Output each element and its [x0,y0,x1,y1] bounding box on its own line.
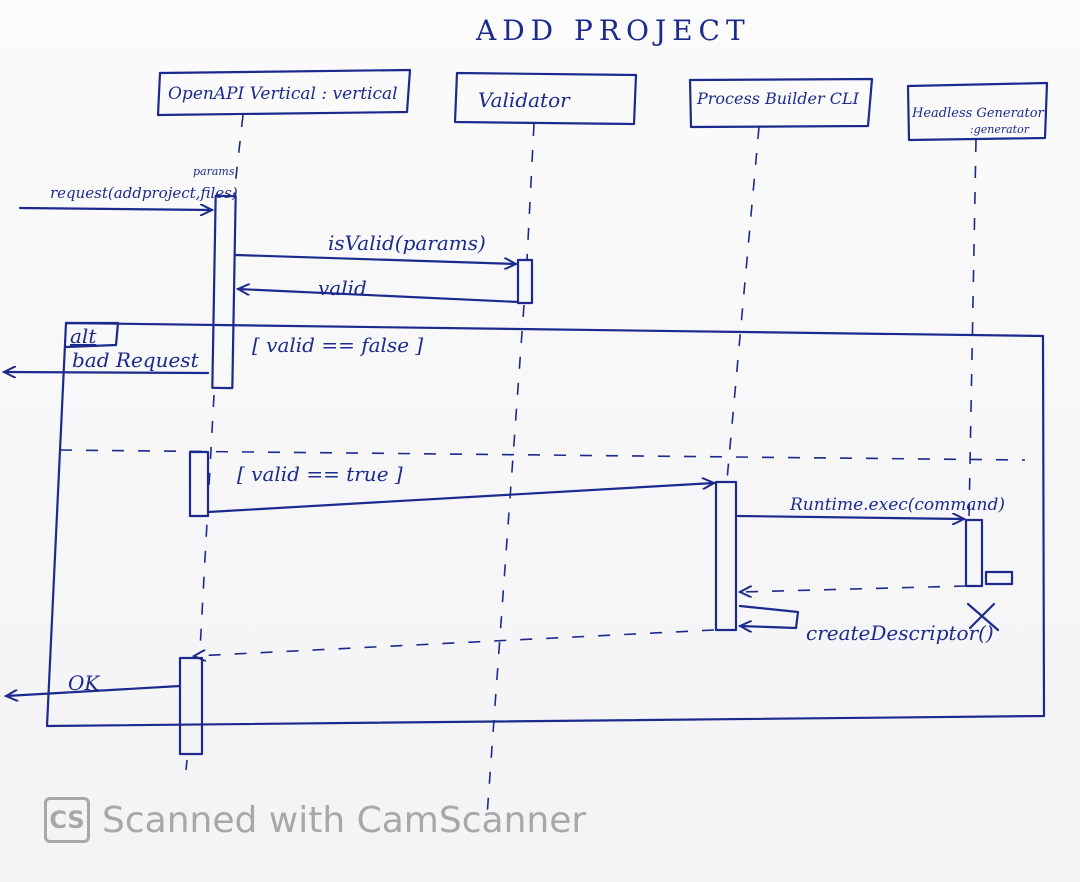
activation-openapi-2 [188,450,210,518]
message-ok-arrow [6,684,182,696]
alt-separator [59,449,1026,461]
message-valid-arrow [238,289,520,304]
alt-operator-label: alt [70,324,97,348]
activation-pbcli [714,480,738,632]
message-createdescriptor-label: createDescriptor() [806,621,994,645]
message-ok-label: OK [68,671,100,695]
guard-false: [ valid == false ] [252,333,423,357]
participant-pbcli: Process Builder CLI [688,77,874,129]
message-request-label: request(addproject,files) [50,184,238,202]
message-return-to-openapi [194,629,715,656]
participant-headless-sublabel: :generator [970,123,1030,136]
activation-validator [516,258,534,305]
message-request-arrow [18,208,212,210]
lifeline-openapi [185,114,244,771]
message-selfcall-arrow [740,604,800,628]
message-isvalid-label: isValid(params) [328,231,486,255]
participant-pbcli-label: Process Builder CLI [696,89,860,108]
lifeline-validator [485,123,535,831]
activation-openapi-3 [178,656,204,756]
watermark-text: Scanned with CamScanner [102,799,587,841]
alt-fragment-frame [45,321,1046,728]
message-runtime-arrow [736,516,964,519]
lifeline-pbcli [726,126,760,481]
guard-true: [ valid == true ] [237,462,403,486]
message-runtime-return [740,585,967,592]
participant-headless: Headless Generator :generator [906,81,1049,142]
lifeline-headless [968,139,977,519]
diagram-title: ADD PROJECT [475,14,751,47]
alt-operator-box [64,321,120,349]
message-isvalid-arrow [234,253,516,264]
message-forward-arrow [206,483,714,514]
message-valid-label: valid [318,276,367,300]
participant-openapi: OpenAPI Vertical : vertical [156,68,412,117]
headless-scribble-box [984,570,1014,586]
camscanner-logo-icon: CS [44,797,90,843]
watermark: CS Scanned with CamScanner [44,795,586,845]
message-badrequest-arrow [4,372,210,373]
participant-headless-label: Headless Generator [911,106,1045,121]
message-runtime-label: Runtime.exec(command) [789,495,1005,515]
destroy-marker-icon [966,602,1000,632]
message-badrequest-label: bad Request [72,348,200,372]
request-note: params [193,165,235,178]
participant-validator-label: Validator [478,88,571,112]
participant-openapi-label: OpenAPI Vertical : vertical [168,84,398,104]
activation-openapi-1 [211,194,237,390]
activation-headless [964,518,984,588]
participant-validator: Validator [453,71,638,126]
